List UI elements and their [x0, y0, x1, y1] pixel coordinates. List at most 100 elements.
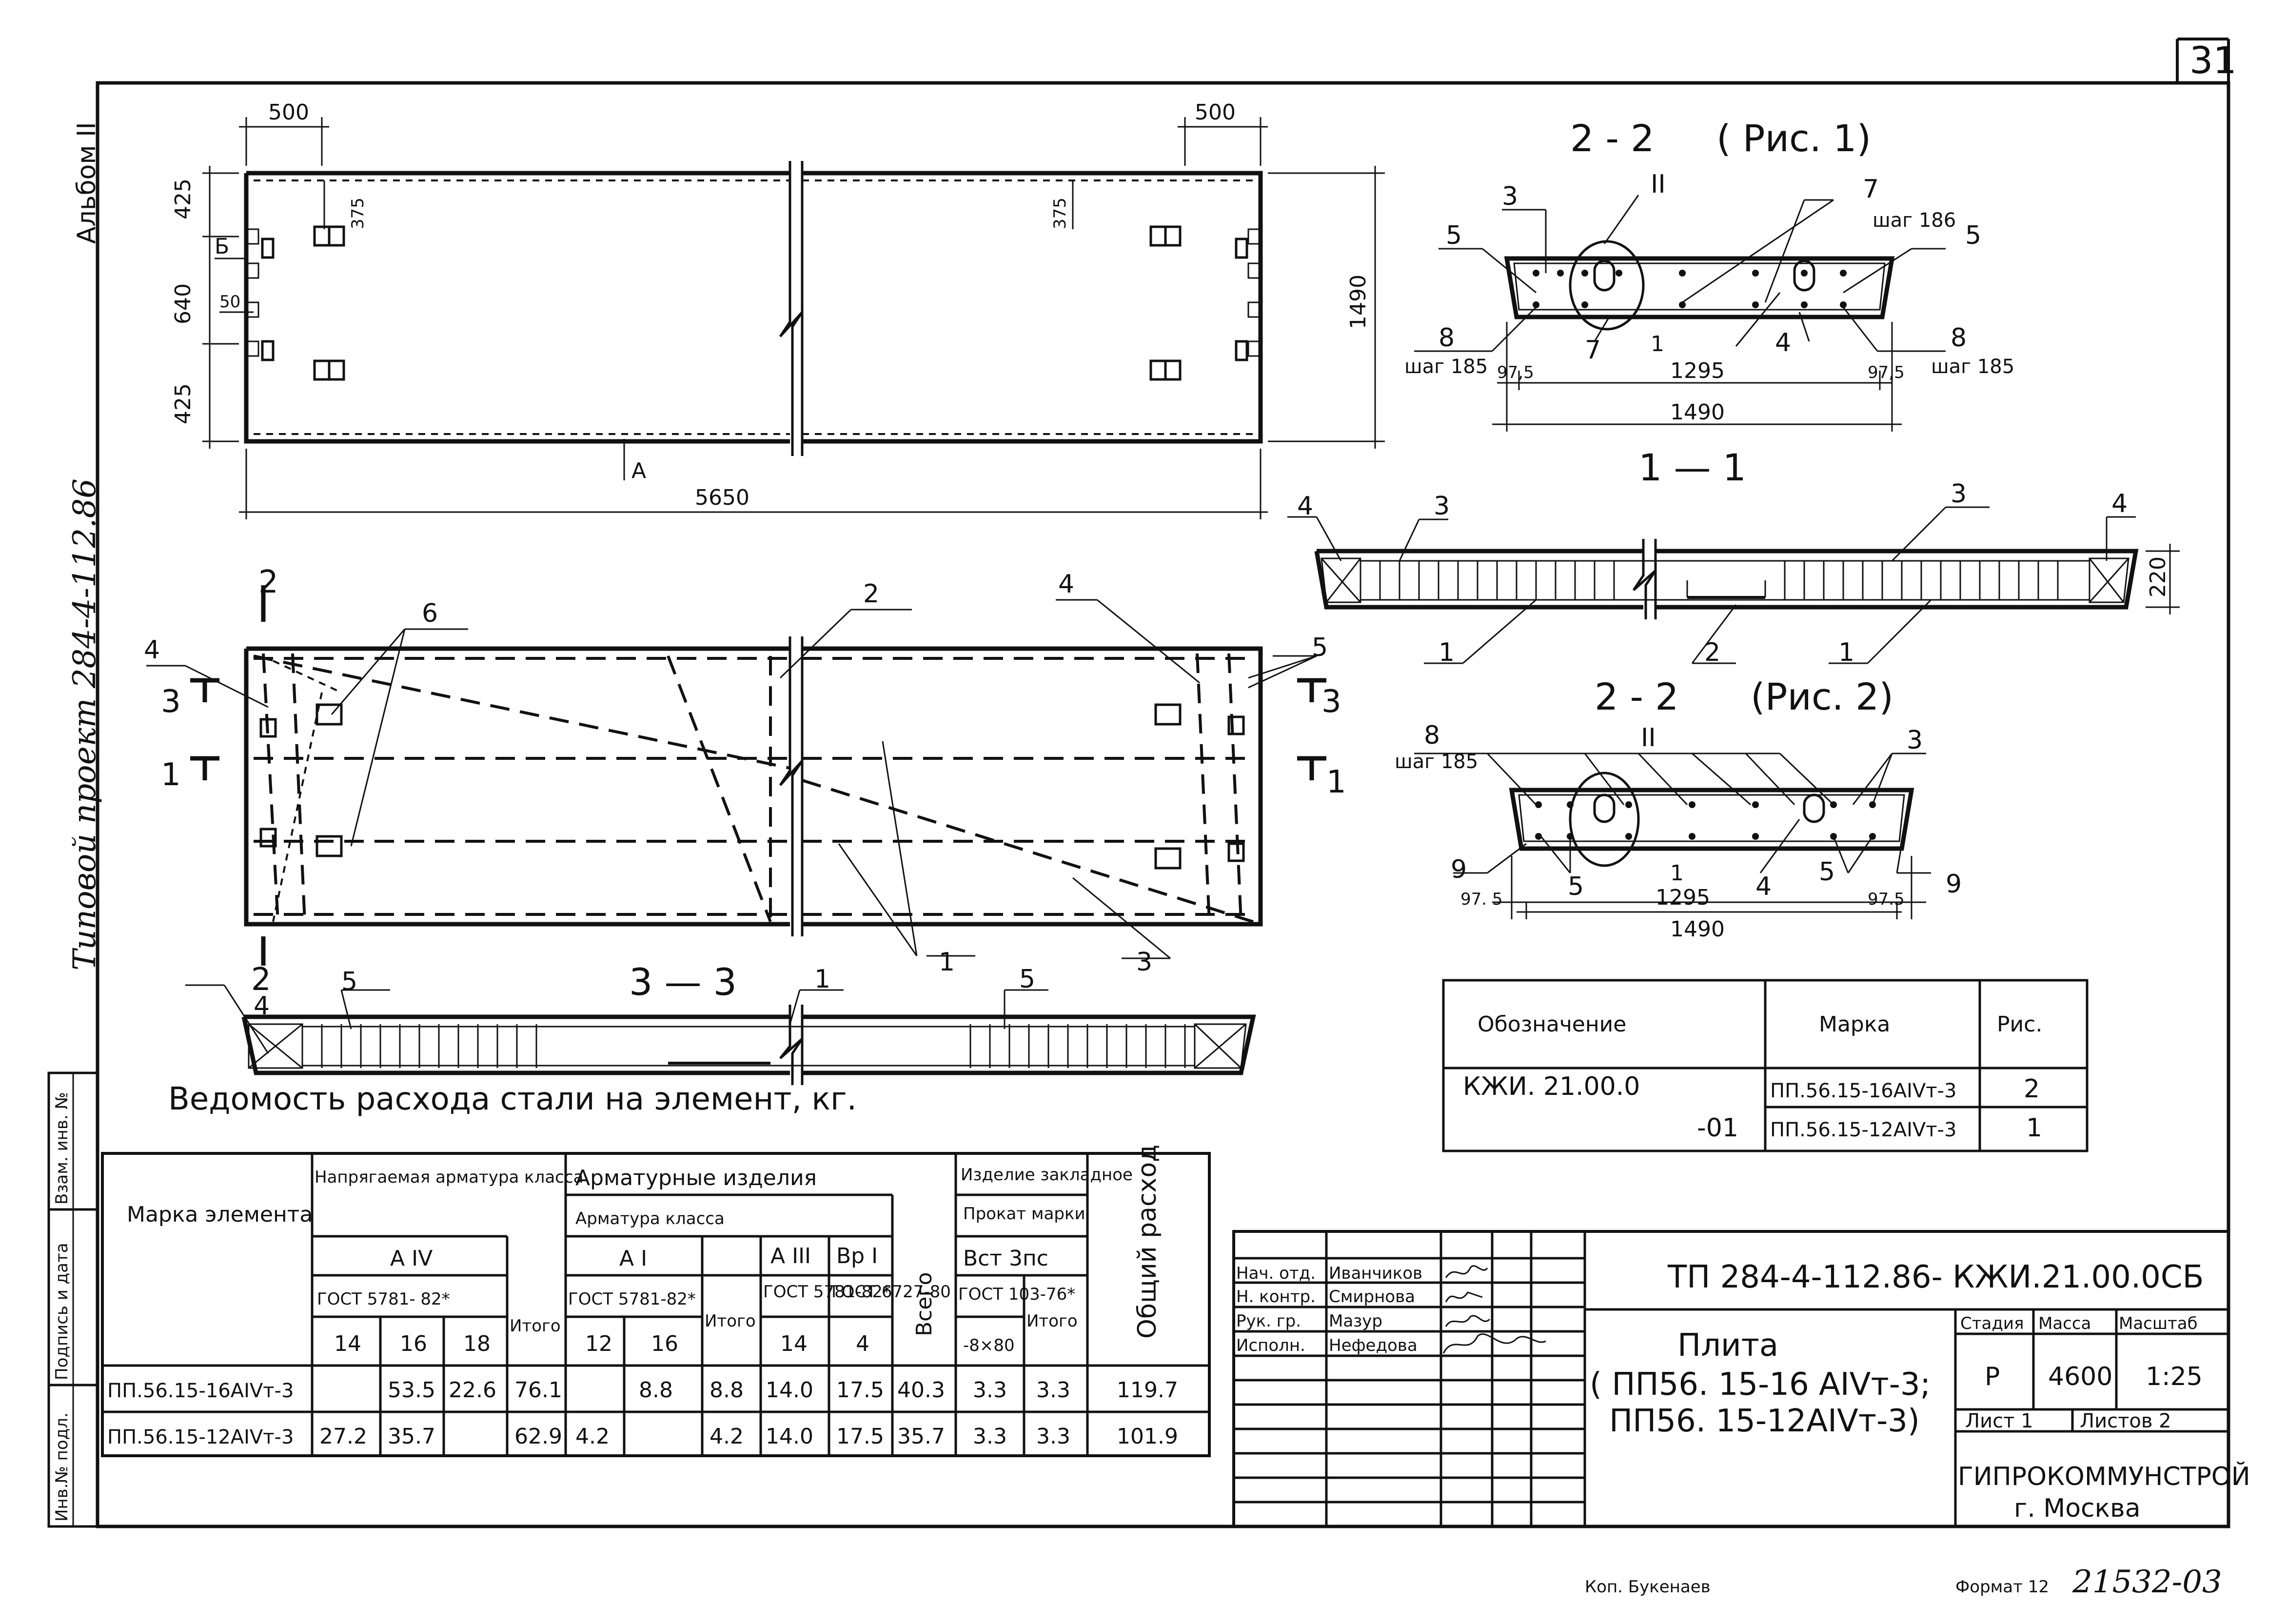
col-itogo-2: Итого [705, 1311, 756, 1331]
row2-d14: 27.2 [319, 1424, 367, 1449]
col-gost6727: ГОСТ 6727-80 [831, 1282, 951, 1302]
designation-row2-code: -01 [1697, 1113, 1738, 1143]
copy-note: Коп. Букенаев [1585, 1577, 1711, 1597]
s22a-dim-1490: 1490 [1670, 400, 1725, 425]
col-gost5781-b: ГОСТ 5781-82* [568, 1289, 696, 1309]
s11-n1b: 1 [1838, 638, 1854, 667]
s11-n4b: 4 [2111, 489, 2128, 518]
designation-header-code: Обозначение [1478, 1012, 1626, 1037]
s33-callout-1: 1 [814, 965, 830, 994]
s22a-subtitle: ( Рис. 1) [1716, 117, 1871, 160]
designation-header-fig: Рис. [1997, 1012, 2042, 1037]
inventory-number: 21532-03 [2072, 1564, 2222, 1600]
view-mark-b: Б [215, 234, 229, 259]
section-2-2-fig1: 2 - 2 ( Рис. 1) II 3 5 [1404, 117, 2014, 432]
row2-embed: 3.3 [973, 1424, 1007, 1449]
col-ai: А I [619, 1246, 647, 1271]
org-city: г. Москва [2014, 1494, 2141, 1523]
table-row: ПП.56.15-16АIVт-3 53.5 22.6 76.1 8.8 8.8… [107, 1378, 1178, 1403]
designation-header-mark: Марка [1819, 1012, 1890, 1037]
s22a-n5b: 5 [1965, 221, 1981, 250]
title-block: Нач. отд. Иванчиков Н. контр. Смирнова Р… [1232, 1230, 2250, 1528]
s11-n3b: 3 [1951, 479, 1967, 509]
slab-plan: 500 500 425 640 425 375 375 50 5650 1490… [171, 100, 1385, 519]
row2-bri: 17.5 [836, 1424, 884, 1449]
s22a-n7: 7 [1863, 175, 1879, 204]
row1-total: 119.7 [1117, 1378, 1178, 1403]
row1-itogo3: 3.3 [1036, 1378, 1070, 1403]
s22b-n9b: 9 [1946, 870, 1962, 899]
row1-d18: 22.6 [449, 1378, 496, 1403]
s22b-n3: 3 [1907, 726, 1923, 755]
col-prokat: Прокат марки [963, 1204, 1085, 1224]
dim-640: 640 [171, 283, 196, 324]
row2-d12: 4.2 [575, 1424, 610, 1449]
s22b-dim-1490: 1490 [1670, 917, 1725, 942]
s11-dim-220: 220 [2146, 556, 2170, 597]
s22b-n8: 8 [1424, 721, 1440, 750]
cut-1-left: 1 [161, 757, 181, 793]
callout-1: 1 [939, 948, 955, 977]
col-gost5781-a: ГОСТ 5781- 82* [317, 1289, 450, 1309]
stage-value: Р [1985, 1362, 2000, 1391]
s22a-step185a: шаг 185 [1404, 356, 1488, 378]
s11-title: 1 — 1 [1638, 446, 1746, 489]
s22b-title: 2 - 2 [1595, 675, 1678, 718]
dim-425-bottom: 425 [171, 383, 196, 424]
signature-1 [1445, 1265, 1488, 1278]
s22a-n5a: 5 [1446, 221, 1462, 250]
dim-500-left: 500 [268, 100, 309, 125]
s33-callout-5b: 5 [1019, 965, 1035, 994]
col-armatura-class: Арматура класса [575, 1209, 725, 1228]
callout-4-left: 4 [144, 635, 160, 665]
sheet-label: Лист 1 [1965, 1410, 2033, 1432]
cut-2-bottom: 2 [251, 962, 271, 998]
col-d16: 16 [400, 1331, 427, 1356]
callout-4-right: 4 [1058, 570, 1074, 599]
s22b-n2: II [1641, 723, 1656, 753]
s22b-n9a: 9 [1451, 855, 1467, 884]
cut-1-right: 1 [1326, 764, 1346, 800]
s22b-n5a: 5 [1568, 872, 1584, 901]
signature-3 [1445, 1315, 1491, 1327]
col-gost5781-c: ГОСТ 5781-82* [763, 1282, 891, 1302]
stamp-cell-inventory: Инв.№ подл. [52, 1412, 72, 1522]
name-norm: Смирнова [1329, 1287, 1415, 1307]
scale-value: 1:25 [2146, 1362, 2203, 1391]
s22b-step185: шаг 185 [1395, 751, 1478, 773]
row2-aiii: 14.0 [766, 1424, 813, 1449]
name-head: Иванчиков [1329, 1264, 1422, 1283]
s22a-step186: шаг 186 [1873, 209, 1956, 232]
s22b-n4: 4 [1755, 872, 1772, 901]
col-d16b: 16 [651, 1331, 678, 1356]
col-embedded: Изделие закладное [961, 1165, 1133, 1185]
scale-label: Масштаб [2119, 1314, 2198, 1333]
designation-row2-mark: ПП.56.15-12АIVт-3 [1770, 1119, 1956, 1141]
s22a-title: 2 - 2 [1570, 117, 1654, 160]
callout-5: 5 [1312, 633, 1328, 662]
row2-itogo3: 3.3 [1036, 1424, 1070, 1449]
s22a-n4: 4 [1775, 328, 1791, 357]
s11-n4a: 4 [1297, 492, 1313, 521]
doc-code: ТП 284-4-112.86- КЖИ.21.00.0СБ [1667, 1259, 2204, 1295]
callout-6: 6 [422, 599, 438, 628]
callout-2: 2 [863, 579, 879, 609]
col-d8x80: -8×80 [963, 1336, 1015, 1355]
name-exec: Нефедова [1329, 1336, 1418, 1355]
col-bri: Вр I [836, 1244, 878, 1268]
row2-mark: ПП.56.15-12АIVт-3 [107, 1426, 294, 1448]
section-1-1: 1 — 1 4 3 3 4 1 2 1 220 [1287, 446, 2180, 667]
sheet-frame: 31 [96, 38, 2237, 1528]
designation-table: Обозначение Марка Рис. КЖИ. 21.00.0 ПП.5… [1442, 979, 2089, 1152]
callout-3: 3 [1136, 948, 1152, 977]
dim-1490: 1490 [1346, 275, 1371, 329]
row1-itogo2: 8.8 [710, 1378, 744, 1403]
title-line-1: Плита [1677, 1327, 1778, 1364]
format-note: Формат 12 [1955, 1577, 2049, 1597]
dim-425-top: 425 [171, 178, 196, 219]
s11-n1a: 1 [1439, 638, 1455, 667]
row1-vsego: 40.3 [897, 1378, 945, 1403]
col-aiv: А IV [390, 1246, 433, 1271]
row2-itogo2: 4.2 [710, 1424, 744, 1449]
s22b-n5b: 5 [1819, 857, 1835, 887]
